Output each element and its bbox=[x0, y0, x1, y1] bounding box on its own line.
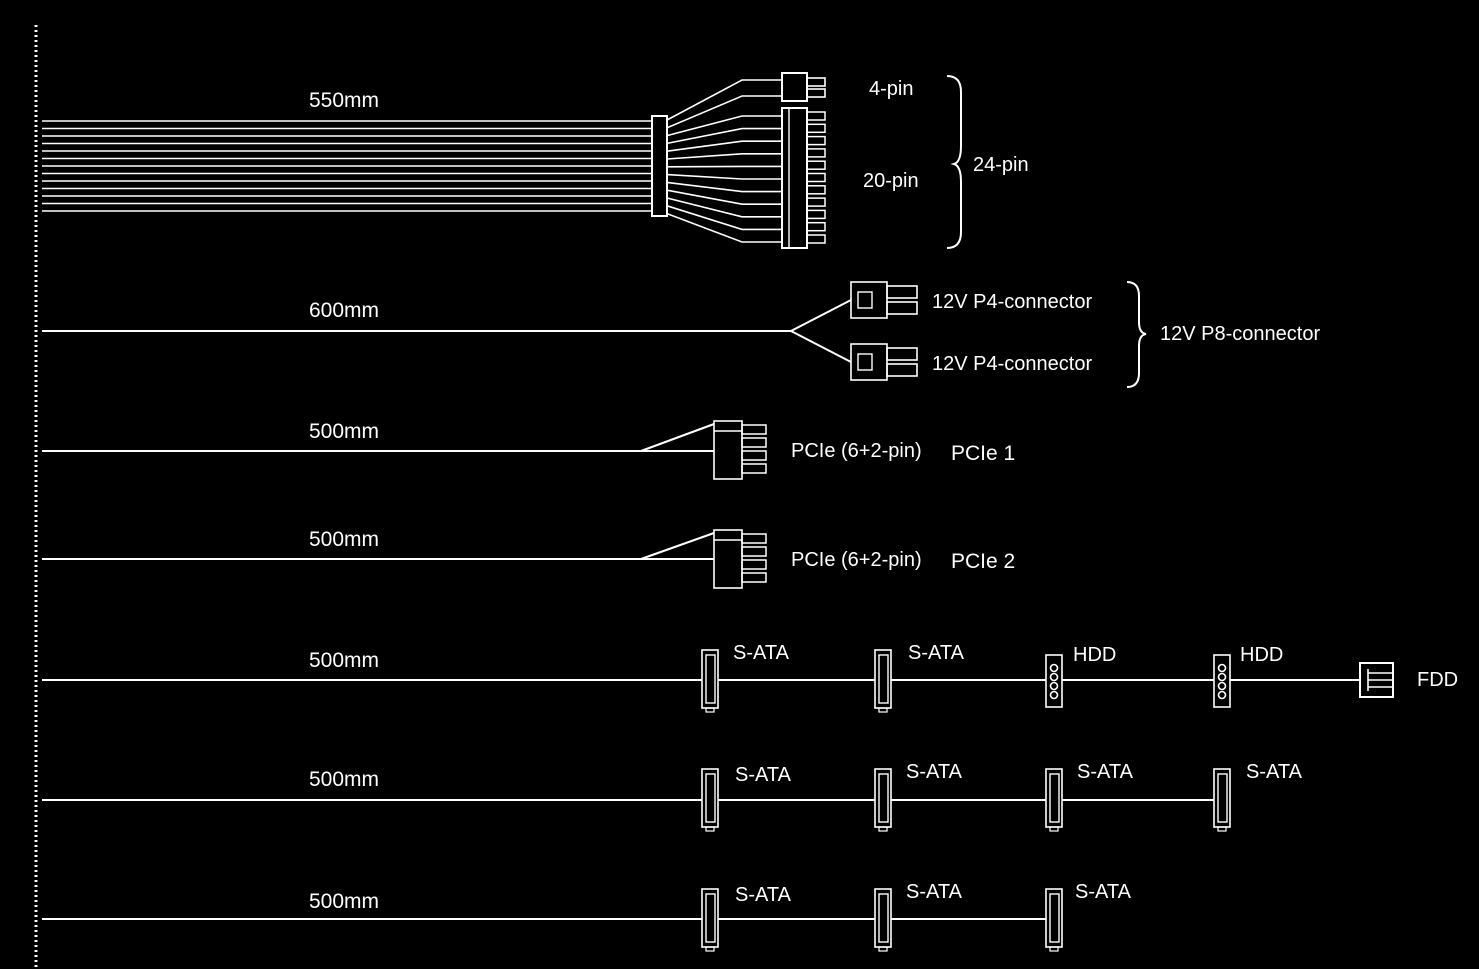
sata-label: S-ATA bbox=[1075, 881, 1132, 903]
atx-pin bbox=[806, 123, 826, 134]
atx-pin bbox=[806, 197, 826, 207]
cable-split-wire bbox=[640, 532, 715, 560]
sata-label: S-ATA bbox=[906, 881, 963, 903]
sata-label: S-ATA bbox=[1246, 761, 1303, 783]
sata-label: S-ATA bbox=[733, 642, 790, 664]
atx-20pin-connector bbox=[781, 107, 826, 249]
atx-pin bbox=[806, 185, 826, 195]
hdd-label: HDD bbox=[1073, 644, 1116, 666]
sata-connector bbox=[874, 768, 892, 832]
hdd-molex-connector bbox=[1213, 654, 1231, 708]
sata-connector bbox=[701, 768, 719, 832]
atx-fan-wire bbox=[666, 173, 782, 180]
atx-fan-wire bbox=[666, 95, 782, 129]
cable-sata-3x: 500mm S-ATA S-ATA S-ATA bbox=[42, 881, 1132, 952]
atx-24pin-label: 24-pin bbox=[973, 154, 1029, 176]
atx-fan-wire bbox=[666, 127, 782, 145]
cable-split-wire bbox=[790, 330, 852, 363]
cable-length-label: 500mm bbox=[309, 528, 379, 551]
cable-length-label: 550mm bbox=[309, 89, 379, 112]
atx-pin bbox=[806, 221, 826, 232]
sata-connector bbox=[874, 888, 892, 952]
atx-fan-wire bbox=[666, 212, 782, 243]
p8-connector-label: 12V P8-connector bbox=[1160, 323, 1320, 345]
hdd-molex-connector bbox=[1045, 654, 1063, 708]
atx-fan-wire bbox=[666, 140, 782, 152]
p4-connector-top bbox=[850, 281, 918, 319]
atx-fan-wire bbox=[666, 197, 782, 218]
hdd-label: HDD bbox=[1240, 644, 1283, 666]
p8-group-brace bbox=[1126, 281, 1147, 388]
p4-connector-label: 12V P4-connector bbox=[932, 291, 1092, 313]
p4-connector-bottom bbox=[850, 343, 918, 381]
sata-connector bbox=[1045, 888, 1063, 952]
atx-fan-wire bbox=[666, 79, 782, 121]
cable-pcie-2: 500mm PCIe (6+2-pin) PCIe 2 bbox=[42, 528, 1015, 589]
p4-connector-label: 12V P4-connector bbox=[932, 353, 1092, 375]
atx-20pin-label: 20-pin bbox=[863, 170, 919, 192]
pcie-connector bbox=[713, 529, 767, 589]
cable-split-wire bbox=[790, 299, 852, 332]
cable-pcie-1: 500mm PCIe (6+2-pin) PCIe 1 bbox=[42, 420, 1015, 480]
sata-connector bbox=[701, 888, 719, 952]
pcie-name-label: PCIe 1 bbox=[951, 442, 1015, 465]
atx-pin bbox=[806, 135, 826, 146]
atx-fan-wire bbox=[666, 181, 782, 193]
cable-length-label: 500mm bbox=[309, 890, 379, 913]
sata-label: S-ATA bbox=[908, 642, 965, 664]
sata-label: S-ATA bbox=[1077, 761, 1134, 783]
cable-length-label: 500mm bbox=[309, 420, 379, 443]
atx-group-brace bbox=[946, 75, 962, 249]
pcie-connector-label: PCIe (6+2-pin) bbox=[791, 549, 922, 571]
pcie-connector bbox=[713, 420, 767, 480]
sata-label: S-ATA bbox=[906, 761, 963, 783]
sata-connector bbox=[1045, 768, 1063, 832]
cable-length-label: 500mm bbox=[309, 649, 379, 672]
sata-label: S-ATA bbox=[735, 884, 792, 906]
atx-pin bbox=[806, 172, 826, 183]
cable-sata-hdd-fdd: 500mm S-ATA S-ATA HDD HDD FDD bbox=[42, 642, 1458, 713]
atx-4pin-label: 4-pin bbox=[869, 78, 913, 100]
atx-pin bbox=[806, 111, 826, 121]
fdd-label: FDD bbox=[1417, 669, 1458, 691]
cable-12v-p8: 600mm 12V P4-connector 12V P4-connector … bbox=[42, 281, 1320, 388]
atx-pin bbox=[806, 160, 826, 170]
sata-connector bbox=[701, 649, 719, 713]
sata-connector bbox=[1213, 768, 1231, 832]
sata-label: S-ATA bbox=[735, 764, 792, 786]
atx-pin bbox=[806, 234, 826, 244]
atx-4pin-connector bbox=[781, 72, 826, 102]
fdd-connector bbox=[1359, 662, 1394, 698]
atx-pin bbox=[806, 209, 826, 220]
cable-sata-4x: 500mm S-ATA S-ATA S-ATA S-ATA bbox=[42, 761, 1303, 832]
atx-fan-wire bbox=[666, 115, 782, 137]
cable-atx-24pin: 550mm 4-pin 20-pin 24-pin bbox=[42, 72, 1029, 249]
atx-pin bbox=[806, 148, 826, 158]
pcie-name-label: PCIe 2 bbox=[951, 550, 1015, 573]
cable-sleeve-clip bbox=[651, 115, 668, 217]
atx-fan-wire bbox=[666, 205, 782, 231]
cable-length-label: 500mm bbox=[309, 768, 379, 791]
sata-connector bbox=[874, 649, 892, 713]
cable-length-label: 600mm bbox=[309, 299, 379, 322]
atx-fan-wire bbox=[666, 189, 782, 205]
atx-fan-wire bbox=[666, 153, 782, 160]
cable-split-wire bbox=[640, 423, 715, 452]
pcie-connector-label: PCIe (6+2-pin) bbox=[791, 440, 922, 462]
